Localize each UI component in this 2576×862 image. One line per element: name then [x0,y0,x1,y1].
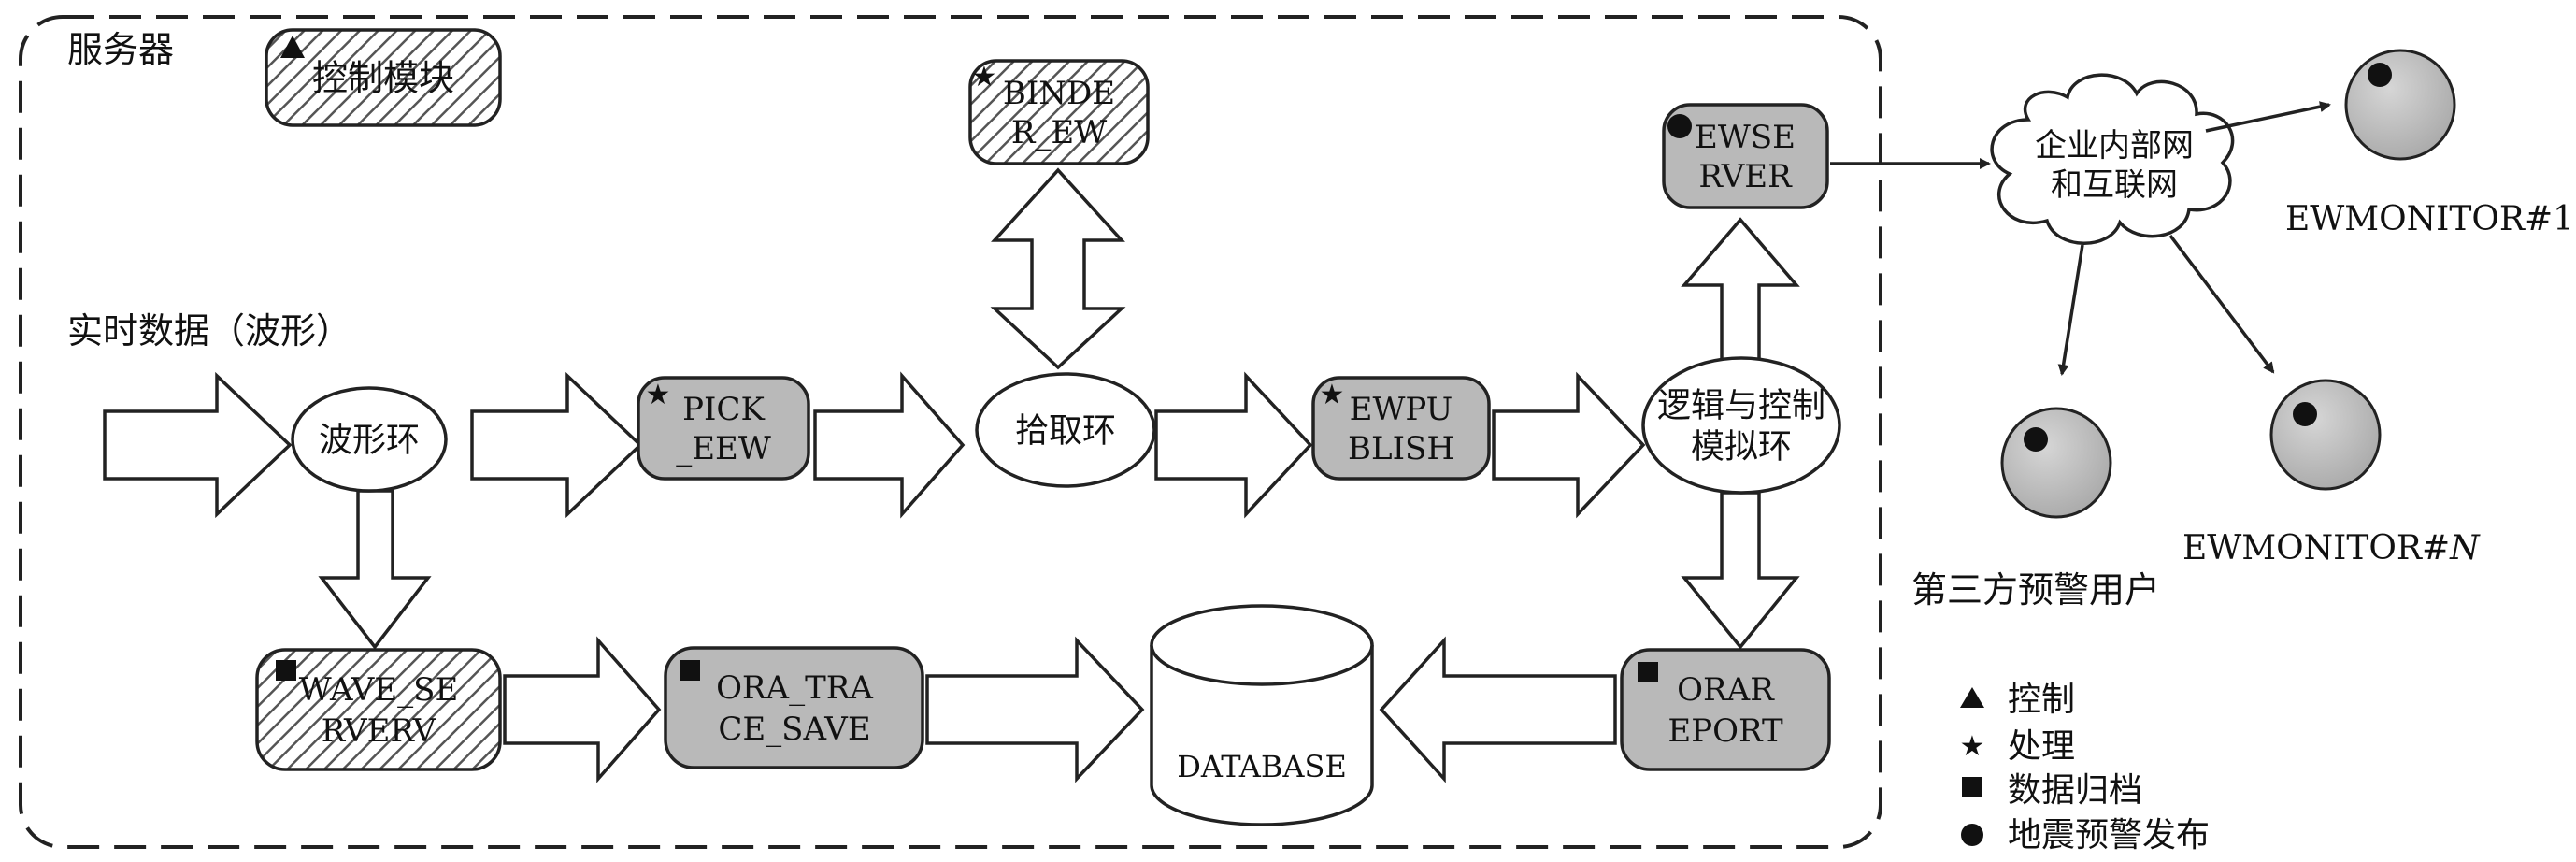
binder-ew-star-marker: ★ [972,61,997,93]
pick-eew-box [637,376,810,481]
legend-star-icon: ★ [1960,730,1985,763]
ewserver-box [1662,103,1829,209]
orareport-square-marker [1638,662,1658,682]
network-cloud [1990,73,2235,245]
arrow-network-to-monitor-2 [2057,244,2084,376]
pick-eew-label-line-1: PICK [682,391,765,428]
wave-serverv-label-line-1: WAVE_SE [299,671,459,709]
ewserver-circle-marker [1667,114,1692,138]
ora-trace-save-label-line-1: ORA_TRA [716,669,873,707]
third-party-users-label: 第三方预警用户 [1911,569,2160,611]
pick-eew-label-line-2: _EEW [676,430,771,467]
arrow-logic-ring-to-ewserver [1681,217,1800,365]
legend-publish-label: 地震预警发布 [2008,816,2210,855]
control-module-triangle-marker [280,36,305,58]
ewpublish-star-marker: ★ [1320,379,1345,411]
orareport-label-line-1: ORAR [1677,671,1775,709]
binder-ew-label-line-1: BINDE [1003,75,1115,112]
network-label-line-1: 企业内部网 [2035,127,2194,165]
logic-ring-label-line-1: 逻辑与控制 [1657,387,1825,425]
ewserver-label-line-1: EWSE [1695,119,1796,156]
legend-process-label: 处理 [2008,727,2075,766]
arrow-wave-serverv-to-ora-trace-save [503,636,662,783]
database-cylinder [1150,604,1374,826]
arrow-orareport-to-database [1379,636,1617,783]
binder-ew-box [968,59,1150,165]
arrow-input-to-wave-ring [103,371,293,519]
ora-trace-save-box [664,646,924,769]
legend-archive-label: 数据归档 [2008,771,2142,810]
arrow-wave-ring-to-pick-eew [470,371,643,519]
wave-ring-label-line-1: 波形环 [319,422,420,460]
ewpublish-label-line-2: BLISH [1348,430,1454,467]
wave-ring-ellipse [291,386,448,493]
logic-ring-ellipse [1641,356,1841,495]
arrow-pick-ring-to-ewpublish [1154,371,1313,519]
ewserver-label-line-2: RVER [1698,158,1793,195]
node-markers: ★ ★ ★ [276,36,1692,682]
legend-control-label: 控制 [2008,681,2075,719]
arrow-ewpublish-to-logic-ring [1492,371,1646,519]
pick-ring-ellipse [975,372,1156,488]
legend-circle-icon [1961,824,1983,846]
pick-eew-star-marker: ★ [646,379,671,411]
server-label: 服务器 [67,29,174,70]
monitor-2 [2000,407,2112,519]
input-data-label: 实时数据（波形） [67,310,351,352]
legend-triangle-icon [1960,687,1984,708]
wave-serverv-square-marker [276,660,296,681]
logic-ring-label-line-2: 模拟环 [1691,428,1792,467]
network-label-line-2: 和互联网 [2051,166,2178,204]
orareport-label-line-2: EPORT [1667,712,1783,750]
monitor-1 [2344,49,2456,161]
monitor-1-label: EWMONITOR#1 [2285,200,2574,238]
wave-serverv-label-line-2: RVERV [322,712,437,750]
ewpublish-box [1311,376,1491,481]
arrow-pick-ring-binder-ew [990,167,1126,370]
ewpublish-label-line-1: EWPU [1350,391,1453,428]
control-module-label-line-1: 控制模块 [312,57,454,98]
server-boundary [19,15,1882,849]
legend: 控制 ★ 处理 数据归档 地震预警发布 [1960,681,2210,855]
arrow-logic-ring-to-orareport [1681,491,1800,650]
control-module-box [265,28,502,127]
legend-square-icon [1962,777,1982,797]
arrow-wave-ring-to-wave-serverv [318,489,432,650]
arrow-pick-eew-to-pick-ring [813,371,966,519]
ora-trace-save-label-line-2: CE_SAVE [718,711,870,748]
arrow-network-to-monitor-1 [2205,101,2331,133]
binder-ew-label-line-2: R_EW [1011,114,1107,151]
wave-serverv-box [255,648,502,771]
arrow-ora-trace-save-to-database [925,636,1145,783]
arrow-network-to-monitor-n [2168,234,2275,374]
pick-ring-label-line-1: 拾取环 [1015,412,1116,451]
monitor-n [2269,379,2382,491]
ora-trace-save-square-marker [680,660,700,681]
monitor-n-label: EWMONITOR#N [2182,529,2481,567]
orareport-box [1620,648,1831,771]
database-label-line-1: DATABASE [1177,749,1347,784]
